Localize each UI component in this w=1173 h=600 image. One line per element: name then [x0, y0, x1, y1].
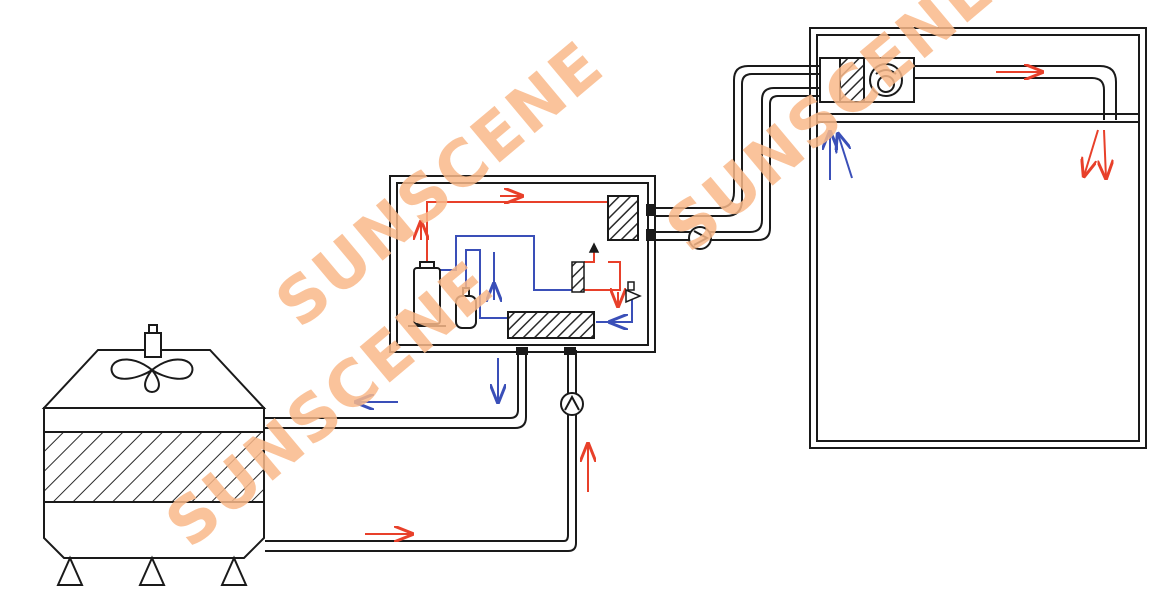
- pipe-connectors: [516, 204, 654, 355]
- water-pipes: [265, 65, 1117, 552]
- tower-supply-pipe-inner: [265, 350, 577, 552]
- tower-lower-body: [43, 501, 265, 559]
- expansion-valve-icon: [588, 242, 642, 304]
- tower-fill-media: [43, 431, 265, 503]
- red-flow-arrows: [365, 72, 1106, 534]
- fan-coil-unit: [819, 57, 915, 103]
- room-inner-wall: [816, 34, 1140, 442]
- water-cooled-condenser: [507, 311, 595, 339]
- watermark-text: SUNSCENE: [653, 0, 1008, 267]
- tower-return-pipe-inner: [265, 350, 527, 429]
- drying-room: [809, 27, 1147, 449]
- pump-icon: [688, 226, 712, 250]
- coil-lower-pipe-outer: [655, 87, 820, 233]
- unit-inner-frame: [396, 182, 649, 346]
- receiver-icon: [455, 287, 477, 329]
- tower-return-pipe-outer: [265, 350, 519, 419]
- coil-upper-pipe-outer: [655, 65, 820, 209]
- compressor-icon: [408, 261, 446, 327]
- pump-icon: [560, 392, 584, 416]
- refrigerant-hot-lines: [426, 201, 621, 291]
- tower-leg: [138, 555, 166, 586]
- tower-supply-pipe-outer: [265, 350, 569, 542]
- fan-outlet-duct-inner: [912, 77, 1105, 120]
- tower-leg: [56, 555, 84, 586]
- tower-leg: [220, 555, 248, 586]
- fan-icon: [110, 358, 194, 394]
- coil-lower-pipe-inner: [655, 95, 820, 241]
- room-outer-wall: [809, 27, 1147, 449]
- fan-outlet-duct-outer: [912, 65, 1117, 120]
- fan-coil-hatch: [839, 57, 865, 103]
- tower-upper-body: [43, 407, 265, 433]
- plate-heat-exchanger: [607, 195, 639, 241]
- coil-upper-pipe-inner: [655, 73, 820, 217]
- filter-drier: [571, 261, 585, 293]
- tower-fan-motor: [144, 332, 162, 358]
- blue-flow-arrows: [356, 132, 853, 402]
